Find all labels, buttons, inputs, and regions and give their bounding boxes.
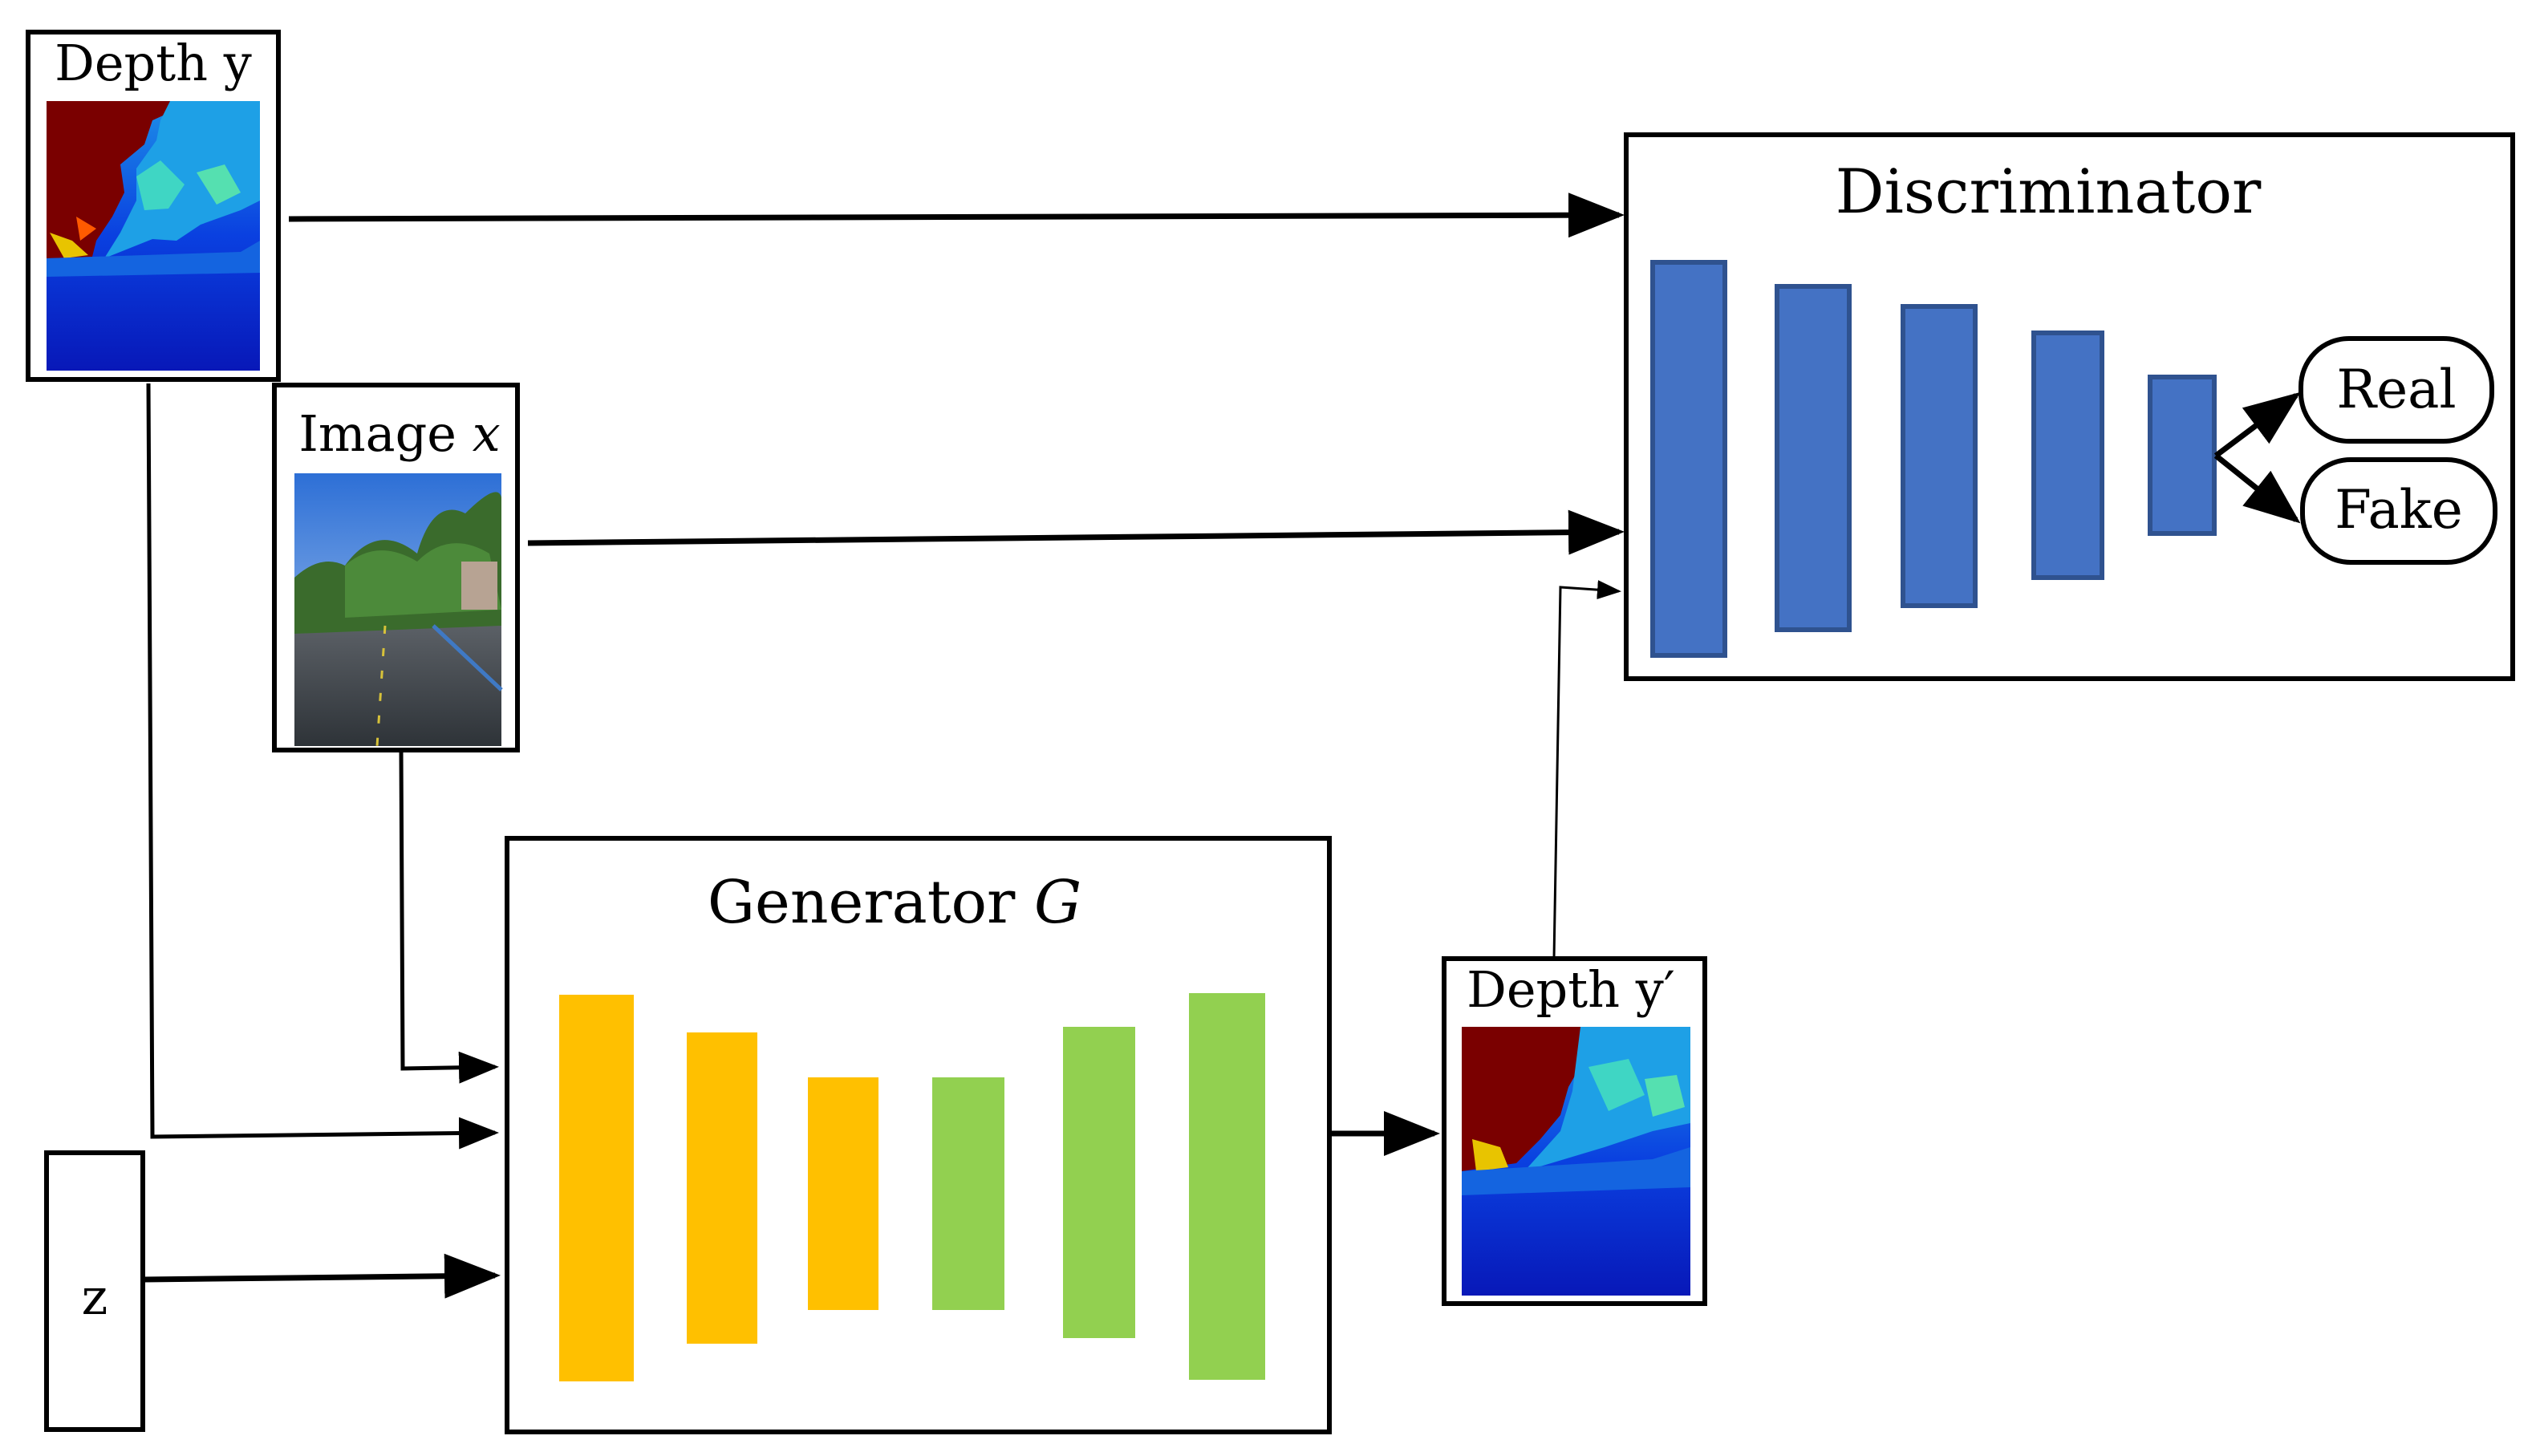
decoder-layer-3 (1189, 993, 1265, 1380)
connectors (144, 193, 1625, 1299)
depth-y-label: Depth y (55, 34, 252, 92)
arrow-to-fake (2213, 453, 2301, 524)
arrow-image-x-to-discriminator (527, 509, 1625, 555)
depth-y-prime-map (1462, 1027, 1690, 1296)
arrow-z-to-generator (144, 1253, 501, 1299)
discriminator-block: Discriminator Real Fake (1624, 132, 2515, 681)
disc-layer-4 (2031, 331, 2104, 580)
real-output-box (2299, 336, 2494, 444)
fake-output-box (2300, 457, 2497, 565)
encoder-layer-2 (687, 1032, 757, 1344)
decoder-layer-1 (932, 1077, 1004, 1310)
image-x-label: Image x (298, 404, 500, 463)
encoder-layer-3 (808, 1077, 878, 1310)
fake-output-label: Fake (2335, 479, 2463, 541)
arrow-to-real (2213, 391, 2301, 458)
disc-layer-5 (2148, 375, 2217, 536)
arrow-image-x-to-generator (399, 749, 499, 1084)
depth-y-prime-label: Depth y′ (1467, 960, 1675, 1019)
arrow-depth-y-to-discriminator (288, 193, 1625, 238)
noise-z-box: z (44, 1150, 145, 1432)
disc-layer-2 (1775, 284, 1852, 632)
discriminator-label: Discriminator (1836, 156, 2262, 227)
generator-label: Generator G (708, 868, 1081, 937)
decoder-layer-2 (1063, 1027, 1135, 1338)
image-x-photo (294, 473, 503, 747)
depth-y-map (47, 101, 260, 371)
arrow-depth-y-prime-to-discriminator (1552, 580, 1621, 959)
disc-layer-1 (1650, 260, 1727, 658)
image-x-panel: Image x (272, 383, 520, 752)
generator-block: Generator G (505, 836, 1332, 1434)
noise-z-label: z (82, 1267, 108, 1326)
encoder-layer-1 (559, 995, 634, 1381)
real-output-label: Real (2336, 359, 2456, 420)
arrow-depth-y-to-generator (146, 383, 499, 1150)
depth-y-panel: Depth y (26, 30, 281, 382)
depth-y-prime-panel: Depth y′ (1442, 956, 1707, 1306)
disc-layer-3 (1901, 304, 1978, 608)
